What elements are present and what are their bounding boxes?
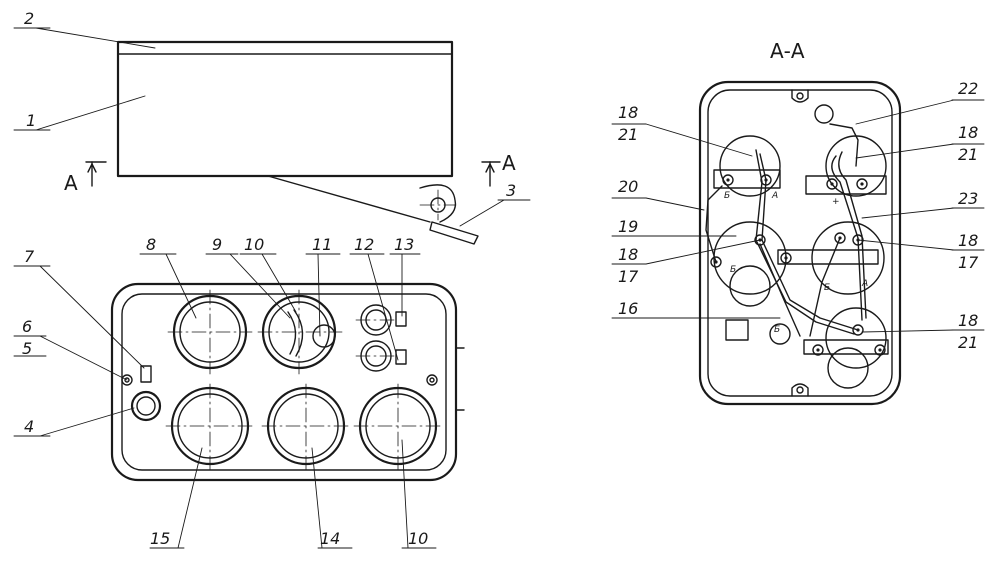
- section-letter-left: А: [64, 171, 78, 195]
- switches-12-13: [140, 311, 407, 383]
- section-letter-right: А: [502, 151, 516, 175]
- callout-15: 15: [150, 529, 170, 548]
- gauge-14: [261, 383, 351, 471]
- lamp-upper: [355, 304, 397, 336]
- terminal-b-1: Б: [724, 191, 730, 201]
- cover-box: [116, 40, 479, 245]
- terminal-b-2: Б: [730, 265, 736, 275]
- gauge-9-10: [257, 289, 343, 375]
- callout-9: 9: [212, 235, 222, 254]
- callout-20: 20: [618, 177, 638, 196]
- callout-10-bottom: 10: [408, 529, 428, 548]
- section-title: А-А: [770, 39, 805, 63]
- callout-18-a: 18: [618, 103, 638, 122]
- callout-17-a: 17: [618, 267, 639, 286]
- callout-21-b: 21: [958, 145, 978, 164]
- callout-6: 6: [22, 317, 32, 336]
- leaders-front: [13, 253, 437, 549]
- leaders-section: [611, 99, 985, 333]
- lamp-lower: [355, 340, 397, 372]
- callout-14: 14: [320, 529, 340, 548]
- terminal-b-3: Б: [824, 283, 830, 293]
- callout-21-c: 21: [958, 333, 978, 352]
- terminal-b-4: Б: [774, 325, 780, 335]
- callout-21-a: 21: [618, 125, 638, 144]
- section-wiring: [705, 123, 867, 337]
- terminal-a-1: А: [771, 191, 778, 201]
- callout-22: 22: [958, 79, 978, 98]
- callout-12: 12: [354, 235, 374, 254]
- callout-13: 13: [394, 235, 414, 254]
- section-marker-left: А: [64, 161, 107, 195]
- callout-2: 2: [24, 9, 34, 28]
- callout-3: 3: [506, 181, 516, 200]
- button-4: [130, 390, 162, 422]
- section-instruments: [713, 135, 889, 389]
- callout-11: 11: [312, 235, 332, 254]
- gauge-15: [165, 383, 255, 471]
- callout-17-b: 17: [958, 253, 979, 272]
- callout-7: 7: [24, 247, 35, 266]
- front-panel: [110, 282, 465, 482]
- callout-5: 5: [22, 339, 32, 358]
- callout-10-top: 10: [244, 235, 264, 254]
- callout-16: 16: [618, 299, 638, 318]
- section-body: [698, 80, 902, 406]
- terminal-a-2: А: [861, 279, 868, 289]
- callout-4: 4: [24, 417, 34, 436]
- section-marker-right: А: [481, 151, 516, 187]
- callout-18-e: 18: [958, 311, 978, 330]
- callout-1: 1: [26, 111, 36, 130]
- callout-19: 19: [618, 217, 638, 236]
- leaders-top: [13, 27, 531, 227]
- gauge-10-lower: [353, 383, 443, 471]
- gauge-8: [167, 289, 253, 375]
- callout-8: 8: [146, 235, 156, 254]
- callout-18-d: 18: [958, 231, 978, 250]
- callout-18-c: 18: [958, 123, 978, 142]
- callout-23: 23: [958, 189, 978, 208]
- terminal-plus: +: [832, 197, 840, 207]
- callout-18-b: 18: [618, 245, 638, 264]
